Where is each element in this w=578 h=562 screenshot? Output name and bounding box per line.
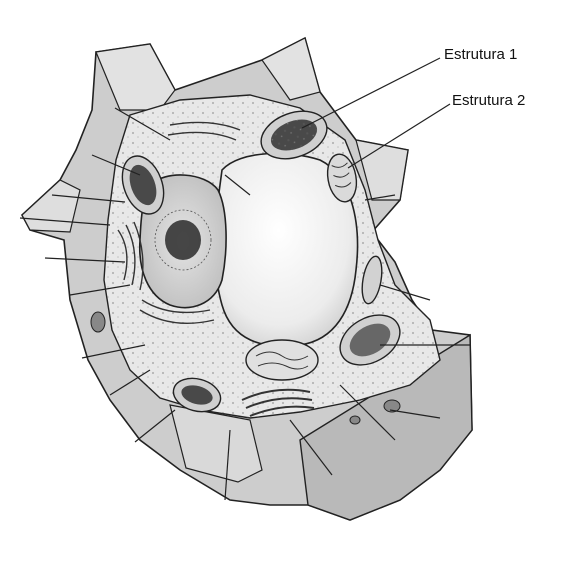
- mitochondrion-bottom: [245, 339, 319, 381]
- chloroplast-left: [121, 155, 165, 215]
- nucleolus: [165, 220, 201, 260]
- pointer-structure-2: [347, 103, 451, 169]
- chloroplast-right: [339, 314, 401, 366]
- label-structure-2: Estrutura 2: [452, 92, 526, 109]
- chloroplast-bottom: [172, 377, 222, 413]
- mitochondrion-mid: [361, 255, 383, 305]
- chloroplast-top: [260, 110, 328, 160]
- cell-wall-bottom-channel: [169, 404, 263, 483]
- endoplasmic-reticulum: [117, 121, 241, 325]
- pointer-structure-1: [301, 57, 441, 129]
- mitochondrion-right: [326, 153, 358, 203]
- cell-wall-top-ridge-right: [261, 37, 321, 101]
- pits: [90, 311, 401, 425]
- golgi-apparatus: [241, 388, 315, 417]
- cell-wall-top-ridge: [95, 43, 176, 111]
- cell-wall-bottom-slab: [299, 333, 473, 521]
- label-structure-1: Estrutura 1: [444, 46, 518, 63]
- pointer-lines: [19, 57, 470, 501]
